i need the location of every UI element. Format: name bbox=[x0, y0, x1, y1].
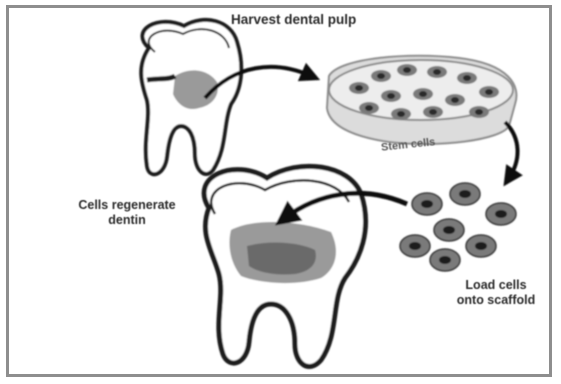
petri-dish bbox=[327, 56, 516, 144]
label-load-cells-line1: Load cells bbox=[441, 278, 551, 293]
large-tooth-pulp bbox=[247, 243, 316, 275]
label-load-cells: Load cells onto scaffold bbox=[441, 278, 551, 308]
arrow-to-scaffold bbox=[505, 122, 518, 178]
diagram-frame: Harvest dental pulp Stem cells Cells reg… bbox=[6, 5, 552, 377]
scaffold-cells bbox=[400, 183, 516, 271]
small-tooth bbox=[141, 20, 241, 174]
label-cells-regenerate-line2: dentin bbox=[57, 213, 197, 228]
label-cells-regenerate: Cells regenerate dentin bbox=[57, 198, 197, 228]
label-load-cells-line2: onto scaffold bbox=[441, 293, 551, 308]
label-harvest-dental-pulp: Harvest dental pulp bbox=[231, 12, 356, 27]
diagram-artwork bbox=[9, 8, 552, 377]
label-cells-regenerate-line1: Cells regenerate bbox=[57, 198, 197, 213]
